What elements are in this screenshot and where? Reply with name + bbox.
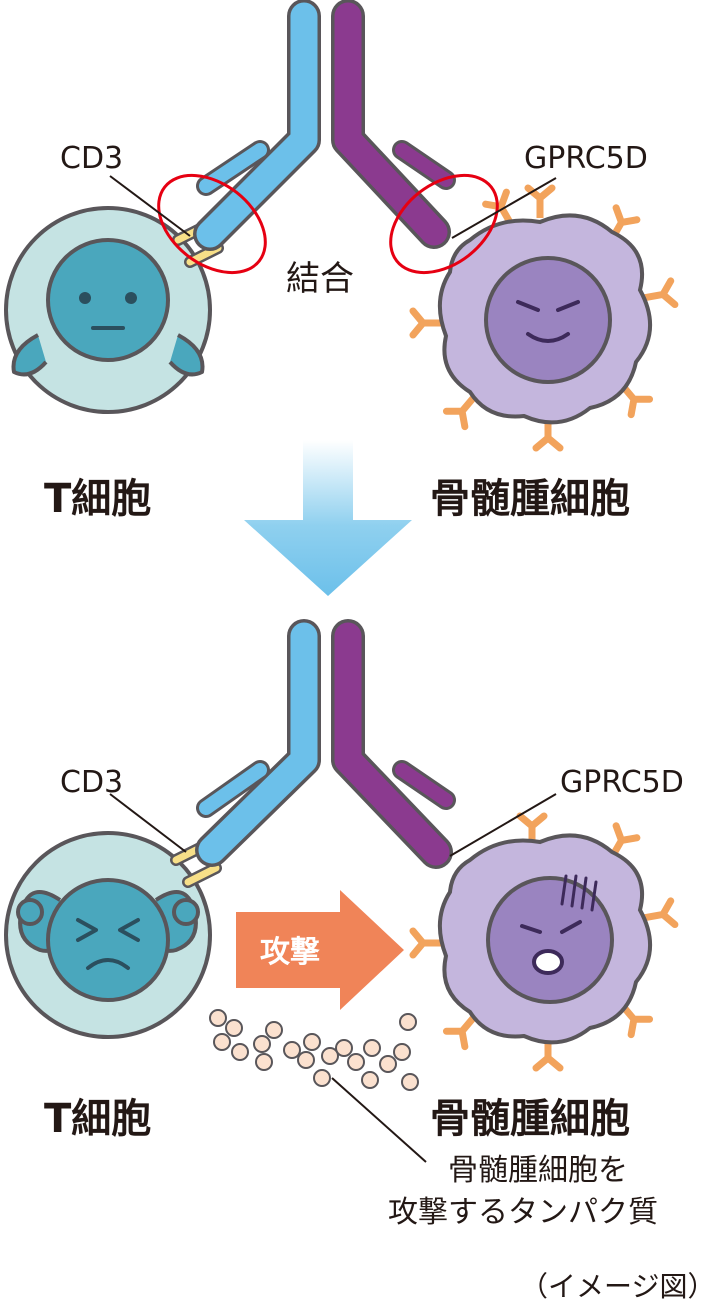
myeloma-cell-bottom — [413, 816, 675, 1068]
figure-caption: （イメージ図） — [520, 1270, 715, 1303]
protein-callout-line — [331, 1077, 427, 1163]
bispecific-antibody-bottom — [195, 619, 456, 869]
binding-highlight-left — [157, 173, 267, 275]
cd3-label: CD3 — [60, 141, 123, 176]
protein-particles — [209, 1009, 419, 1091]
t-cell-top — [4, 206, 212, 414]
protein-label-line1: 骨髄腫細胞を — [448, 1153, 628, 1188]
t-cell-bottom — [4, 831, 212, 1039]
down-arrow-icon — [244, 440, 412, 596]
attack-arrow-icon — [236, 890, 404, 1010]
gprc5d-callout-line-bottom — [449, 793, 557, 857]
myeloma-cell-label: 骨髄腫細胞 — [430, 476, 630, 522]
attack-label: 攻撃 — [260, 935, 320, 970]
myeloma-cell-label-bottom: 骨髄腫細胞 — [430, 1096, 630, 1142]
myeloma-cell-top — [413, 188, 675, 448]
top-panel: CD3 GPRC5D 結合 T細胞 骨髄腫細胞 — [4, 0, 675, 522]
t-cell-label: T細胞 — [44, 476, 151, 522]
t-cell-face — [46, 238, 170, 362]
protein-label-line2: 攻撃するタンパク質 — [388, 1195, 658, 1230]
cd3-label-bottom: CD3 — [60, 765, 123, 800]
binding-label: 結合 — [286, 259, 354, 299]
cd3-callout-line-bottom — [109, 793, 187, 853]
bottom-panel: 攻撃 T細胞 骨髄腫細胞 CD3 — [4, 619, 684, 1230]
t-cell-label-bottom: T細胞 — [44, 1096, 151, 1142]
gprc5d-label: GPRC5D — [524, 141, 648, 176]
cd3-callout-line — [109, 175, 191, 237]
gprc5d-callout-line — [451, 177, 557, 239]
gprc5d-label-bottom: GPRC5D — [560, 765, 684, 800]
binding-highlight-right — [389, 173, 499, 275]
